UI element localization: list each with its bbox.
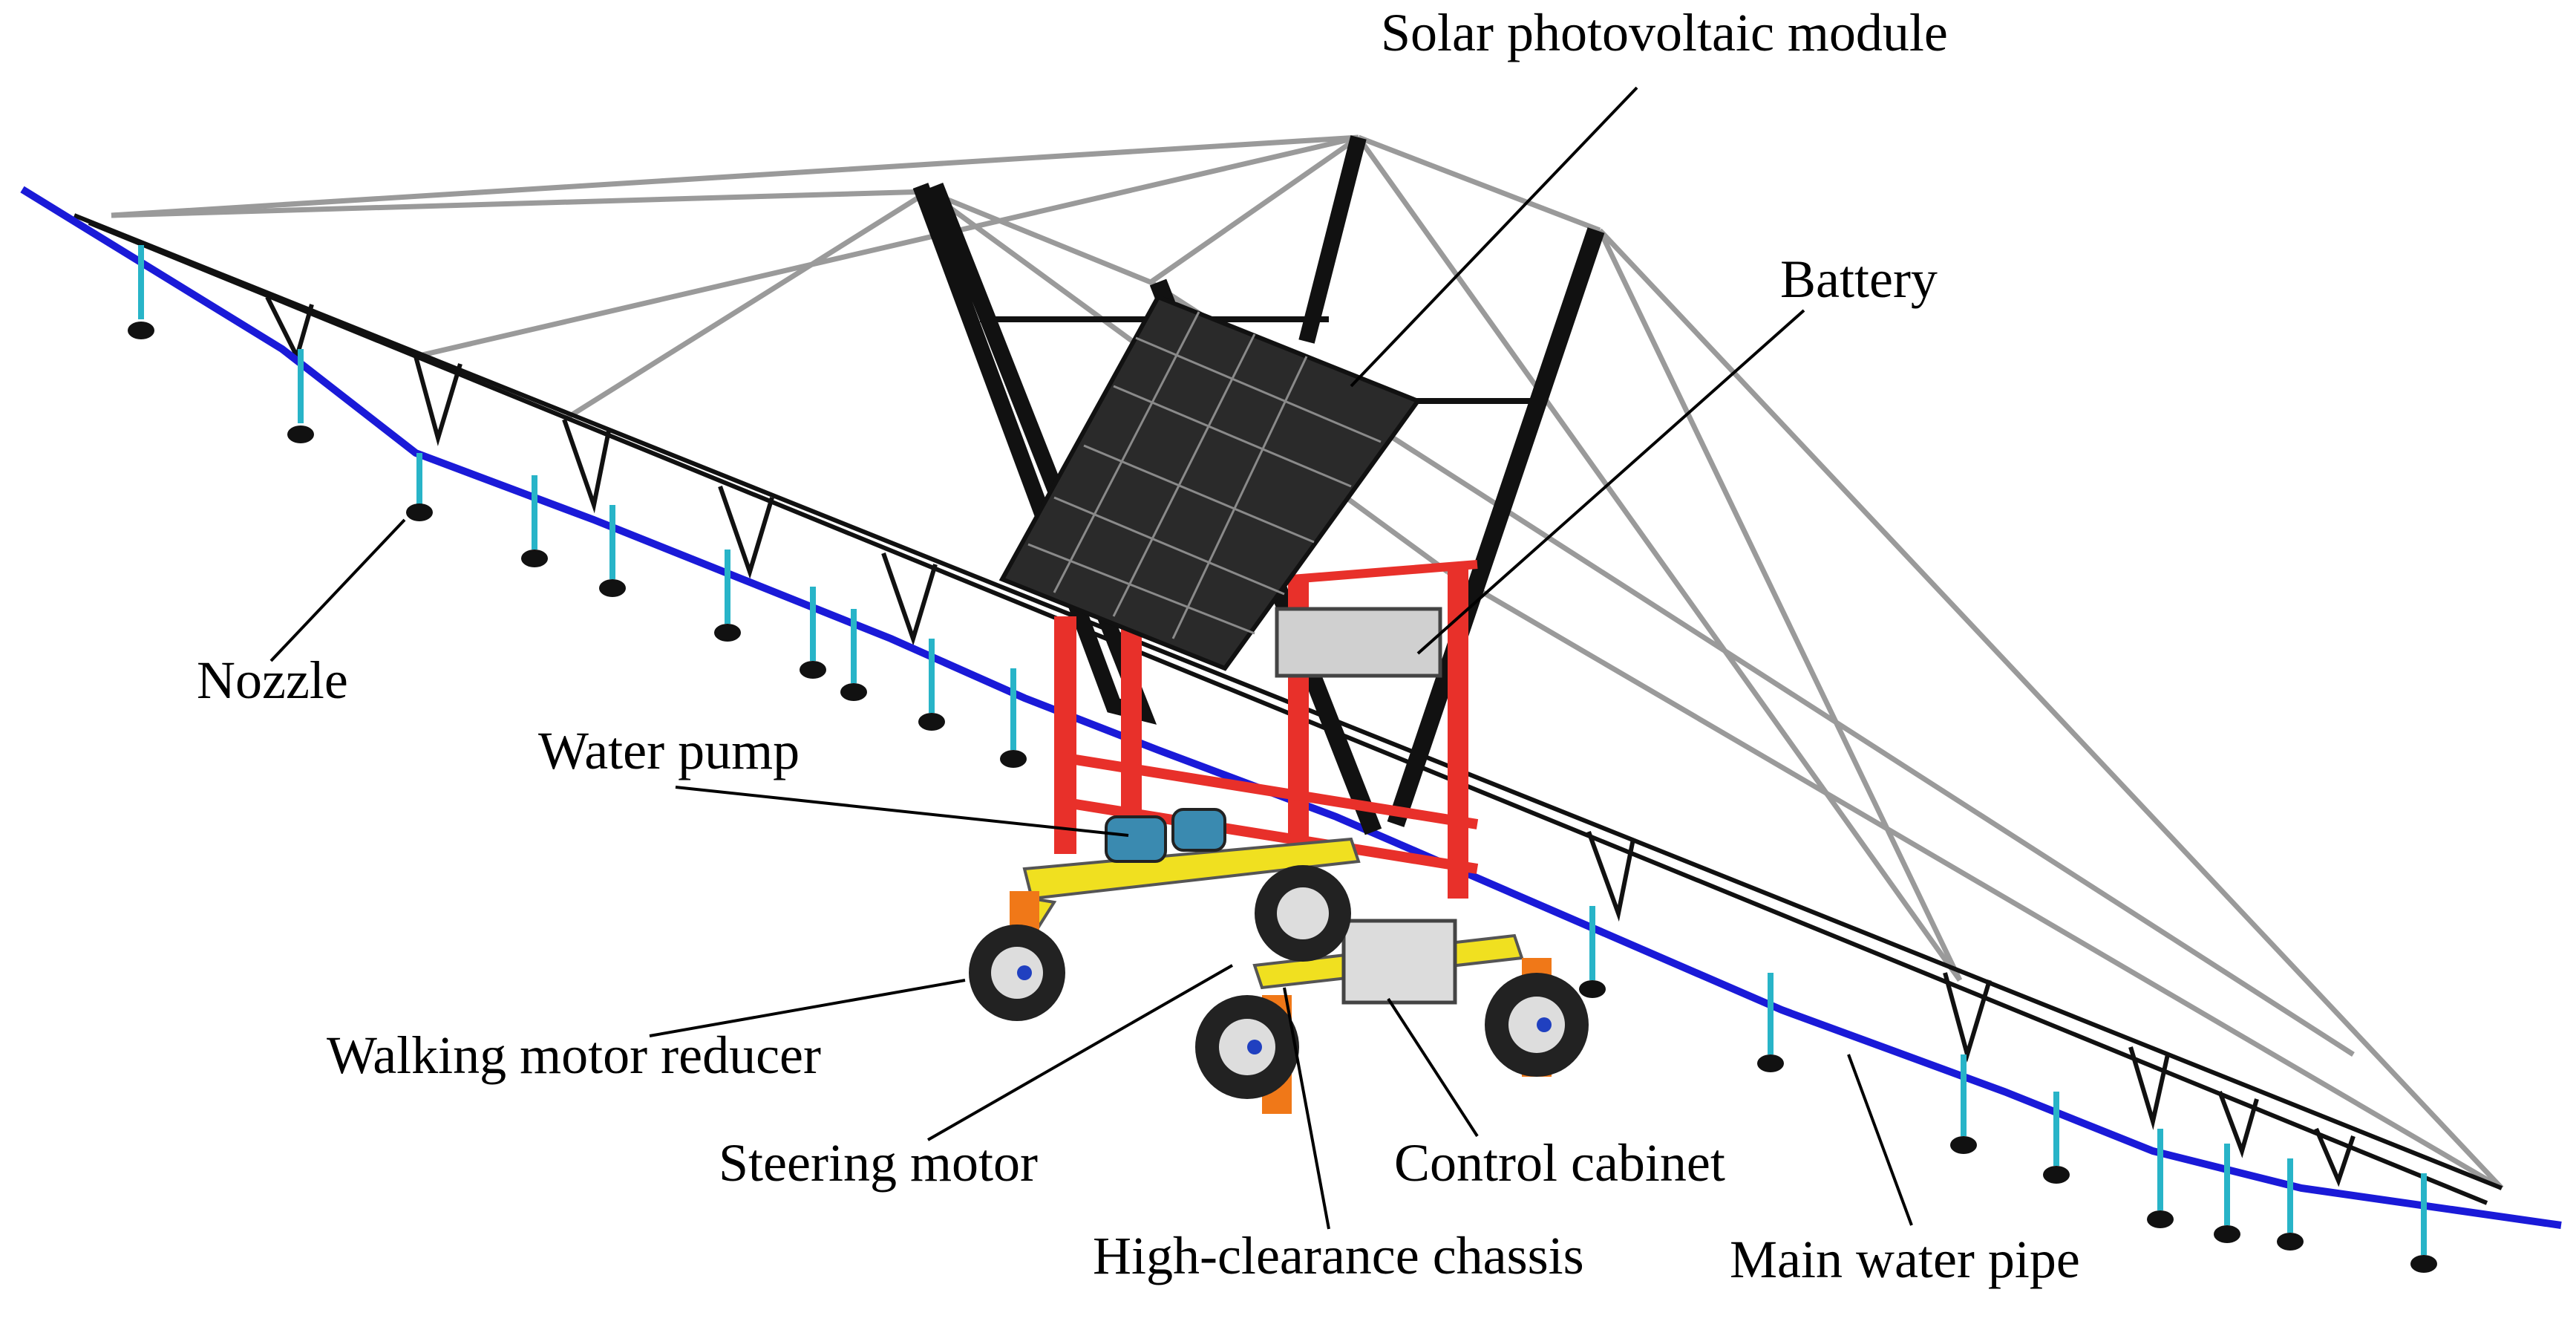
solar-panel [998, 294, 1422, 671]
label-solar-photovoltaic-module: Solar photovoltaic module [1381, 3, 1948, 62]
control-cabinet-box [1341, 919, 1457, 1005]
nozzles [128, 245, 2437, 1273]
label-nozzle: Nozzle [197, 651, 348, 710]
main-water-pipe [20, 186, 2562, 1229]
label-battery: Battery [1780, 250, 1938, 309]
wheels [969, 865, 1589, 1099]
battery-box [1275, 607, 1442, 678]
label-walking-motor-reducer: Walking motor reducer [327, 1026, 821, 1085]
label-steering-motor: Steering motor [719, 1133, 1038, 1193]
label-water-pump: Water pump [538, 721, 800, 780]
water-pump-unit [1105, 808, 1226, 863]
leader-lines [269, 86, 1913, 1230]
label-main-water-pipe: Main water pipe [1730, 1230, 2080, 1289]
label-high-clearance-chassis: High-clearance chassis [1093, 1226, 1584, 1285]
label-control-cabinet: Control cabinet [1394, 1133, 1725, 1193]
